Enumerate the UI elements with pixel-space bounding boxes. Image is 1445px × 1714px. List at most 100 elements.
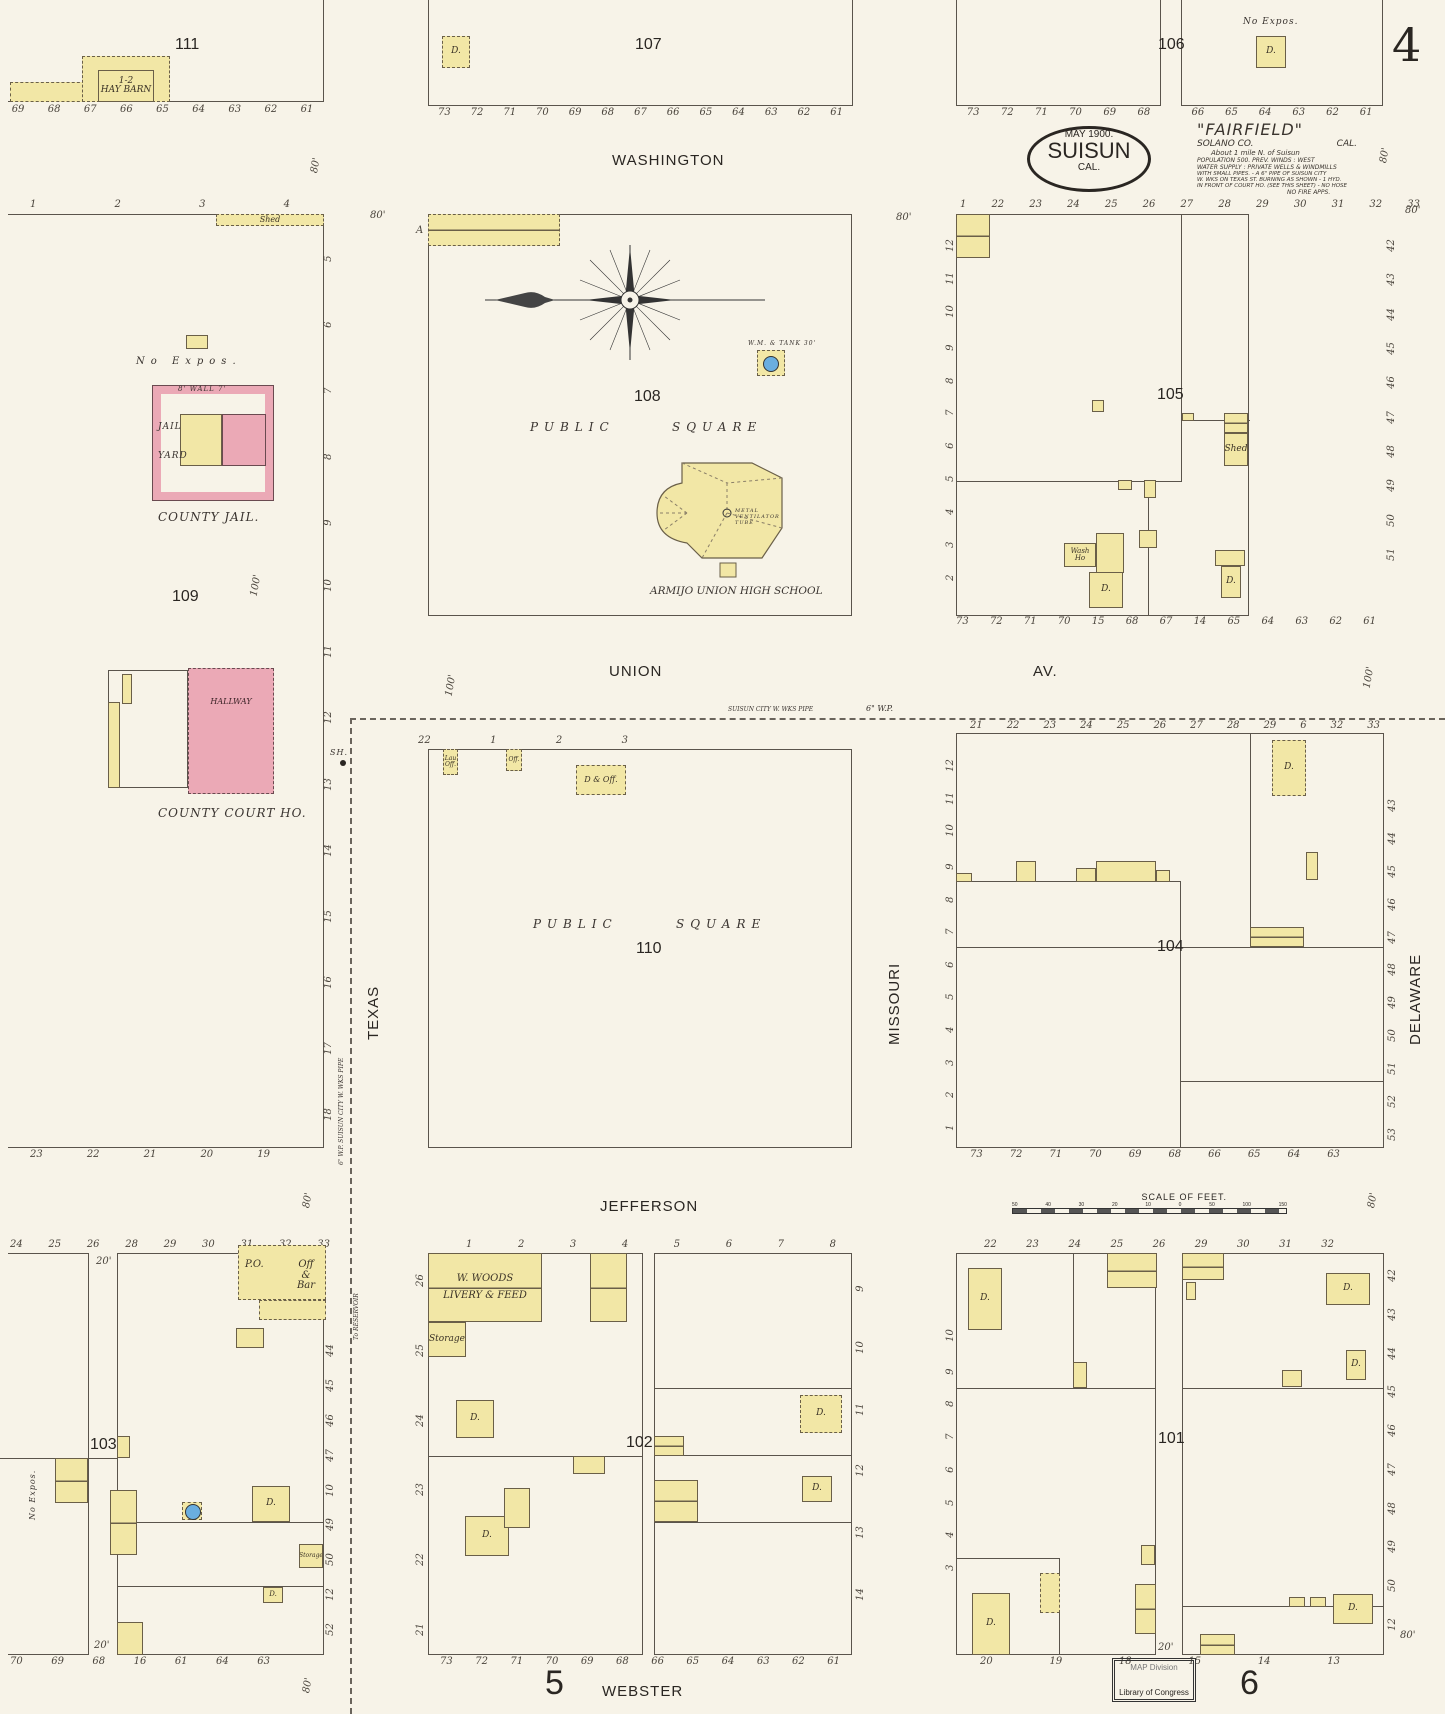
lot-number: 29 (1194, 1239, 1208, 1250)
scale-tick: 50 (1012, 1202, 1018, 1208)
jail-wall-label: 8' WALL 7' (178, 385, 227, 393)
scale-tick: 10 (1145, 1202, 1151, 1208)
block-101-left (956, 1253, 1156, 1655)
lot-number: 7 (322, 387, 334, 394)
lot-number: 71 (1049, 1149, 1063, 1160)
block-106-left (956, 0, 1161, 106)
lot-number: 64 (1258, 107, 1272, 118)
hay-barn-label: HAY BARN (100, 85, 152, 95)
lot-number: 10 (854, 1340, 866, 1354)
lot-number: 47 (1386, 1462, 1398, 1476)
lot-number: 66 (651, 1656, 664, 1667)
lot-number: 19 (257, 1149, 270, 1160)
no-expos-b103: No Expos. (28, 1469, 37, 1520)
dim-20-a: 20' (96, 1256, 112, 1267)
court-house-annex-2 (122, 674, 132, 704)
dim-20-b: 20' (94, 1640, 110, 1651)
public-square-label-2b: SQUARE (676, 917, 767, 931)
dwelling-office-b110: D & Off. (576, 765, 626, 795)
block-104 (956, 733, 1384, 1148)
shed-b101-c (1282, 1370, 1302, 1387)
lot-number: 14 (1257, 1656, 1271, 1667)
divider-b101-f (1182, 1606, 1384, 1607)
lot-number: 21 (970, 720, 983, 731)
water-tank-icon-2 (185, 1504, 201, 1520)
shed-b104-e (1156, 870, 1170, 882)
lot-number: 33 (317, 1239, 330, 1250)
to-reservoir-label: To RESERVOIR (353, 1293, 360, 1340)
office-bar-label: Off & Bar (296, 1259, 316, 1291)
lot-number: 71 (1023, 616, 1037, 627)
small-building-b105-e (1139, 530, 1157, 548)
post-office-label: P.O. (245, 1259, 264, 1270)
lot-number: 63 (756, 1656, 770, 1667)
lot-number: 30 (202, 1239, 215, 1250)
lot-number: 42 (1386, 1269, 1398, 1282)
lot-number: 69 (580, 1656, 594, 1667)
divider-b102-c (654, 1455, 852, 1456)
shed-b103-b (117, 1622, 143, 1655)
lot-number: 48 (1386, 1501, 1398, 1515)
lot-number: 20 (200, 1149, 214, 1160)
lot-number: 16 (133, 1656, 147, 1667)
dim-80-g: 80' (1365, 1191, 1380, 1210)
lot-number: 8 (944, 377, 956, 384)
lot-number: 24 (1068, 1239, 1082, 1250)
lot-number: 25 (48, 1239, 62, 1250)
lot-number: 12 (322, 711, 334, 725)
lot-number: 5 (944, 1499, 956, 1506)
dim-100-c: 100' (1361, 665, 1377, 690)
lot-number: 48 (1386, 963, 1398, 977)
lot-number: 1 (960, 199, 967, 210)
lot-number: 67 (634, 107, 647, 118)
lot-number: 3 (569, 1239, 577, 1250)
post-office: P.O. Off & Bar (238, 1245, 326, 1300)
block-110 (428, 749, 852, 1148)
lot-number: 45 (324, 1379, 336, 1392)
lot-number: 67 (83, 104, 97, 115)
lot-number: 11 (854, 1402, 866, 1416)
lot-number: 7 (944, 409, 956, 417)
shed-b101-a (1186, 1282, 1196, 1300)
lot-number: 22 (418, 735, 431, 746)
lot-number: 64 (1261, 616, 1275, 627)
lot-number: 24 (414, 1413, 426, 1427)
lot-number: 63 (257, 1656, 270, 1667)
compass-rose-icon (485, 245, 765, 360)
county-court-house-label: COUNTY COURT HO. (158, 806, 307, 820)
lot-number: 46 (1385, 376, 1397, 390)
lot-number: 1 (944, 1124, 956, 1131)
lot-number: 1 (466, 1239, 473, 1250)
lot-number: 9 (322, 519, 334, 527)
court-hallway-label: HALLWAY (210, 697, 252, 706)
lot-number: 44 (1386, 832, 1398, 845)
dim-80-a: 80' (308, 156, 323, 175)
lot-number: 68 (47, 104, 61, 115)
lot-number: 26 (1152, 1239, 1166, 1250)
street-texas: TEXAS (365, 985, 382, 1040)
lot-number: 69 (1128, 1149, 1142, 1160)
divider-b102-b (654, 1388, 852, 1389)
divider-b103-c (117, 1586, 324, 1587)
notes-water-3: IN FRONT OF COURT HO. (SEE THIS SHEET) -… (1197, 183, 1348, 189)
divider-b101-a (1073, 1253, 1074, 1388)
lot-number: 71 (1035, 107, 1048, 118)
shed-b101-e (1040, 1573, 1060, 1613)
adjoining-sheet-left: 5 (545, 1664, 564, 1702)
dwelling-b101-a: D. (968, 1268, 1002, 1330)
lot-number: 71 (503, 107, 517, 118)
notes-county: SOLANO CO. (1197, 139, 1254, 149)
small-building-b109 (186, 335, 208, 349)
block-number-101: 101 (1158, 1430, 1185, 1447)
court-house-lot (108, 670, 188, 788)
divider-b104-c (1180, 881, 1181, 1148)
water-pipe-label: SUISUN CITY W. WKS PIPE (728, 706, 814, 713)
shed-x-b105 (956, 214, 990, 258)
county-jail-building (222, 414, 266, 466)
lot-number: 6 (944, 961, 956, 968)
